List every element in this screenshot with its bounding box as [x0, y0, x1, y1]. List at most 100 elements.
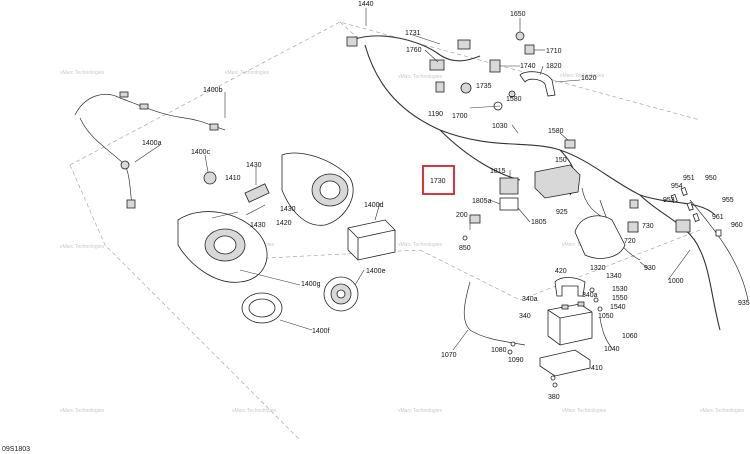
callout-1400e: 1400e [366, 268, 386, 275]
connector [209, 123, 219, 131]
component-1190 [435, 81, 445, 93]
fuse-box-150 [534, 164, 581, 199]
callout-1430-right: 1430 [280, 206, 296, 213]
component-1731 [457, 39, 471, 50]
relay-1805a [499, 197, 519, 211]
watermark: vMarc Technologies [560, 73, 605, 79]
callout-1805a: 1805a [472, 198, 492, 205]
callout-1735: 1735 [476, 83, 492, 90]
component-1700 [460, 82, 472, 94]
callout-850: 850 [459, 245, 471, 252]
watermarks: vMarc Technologies vMarc Technologies vM… [60, 70, 745, 414]
callout-1540: 1540 [610, 304, 626, 311]
callout-1030: 1030 [492, 123, 508, 130]
watermark: vMarc Technologies [398, 242, 443, 248]
callout-410: 410 [591, 365, 603, 372]
callout-720: 720 [624, 238, 636, 245]
connector [119, 91, 129, 98]
watermark: vMarc Technologies [562, 408, 607, 414]
callout-1400f: 1400f [312, 328, 330, 335]
component-1740 [489, 59, 501, 73]
callout-1650: 1650 [510, 11, 526, 18]
diagram-code: 09S1803 [2, 446, 31, 453]
callout-955: 955 [722, 197, 734, 204]
callout-1070: 1070 [441, 352, 457, 359]
callout-1440: 1440 [358, 1, 374, 8]
callout-1080: 1080 [491, 347, 507, 354]
callout-1400d: 1400d [364, 202, 384, 209]
callout-1400b: 1400b [203, 87, 223, 94]
tray-410 [539, 349, 591, 377]
callout-935: 935 [738, 300, 750, 307]
callout-1580-lower: 1580 [548, 128, 564, 135]
connector-1580 [564, 139, 576, 149]
callout-380: 380 [548, 394, 560, 401]
callout-1580: 1580 [506, 96, 522, 103]
callout-951: 951 [683, 175, 695, 182]
watermark: vMarc Technologies [700, 408, 745, 414]
highlighted-callout[interactable]: 1730 [422, 165, 455, 195]
switch-1410 [244, 183, 270, 203]
callout-1620: 1620 [581, 75, 597, 82]
callout-1731: 1731 [405, 30, 421, 37]
callout-1430-top: 1430 [246, 162, 262, 169]
callout-960: 960 [731, 222, 743, 229]
bracket-assembly [574, 199, 691, 259]
gauge-1400e [323, 276, 359, 312]
callout-1740: 1740 [520, 63, 536, 70]
component-1650 [515, 31, 525, 41]
watermark: vMarc Technologies [398, 74, 443, 80]
callout-1760: 1760 [406, 47, 422, 54]
cable-1040 [599, 317, 613, 349]
connector-200 [469, 214, 481, 224]
watermark: vMarc Technologies [60, 408, 105, 414]
connector [346, 36, 358, 47]
watermark: vMarc Technologies [225, 70, 270, 76]
callout-925: 925 [556, 209, 568, 216]
callout-420: 420 [555, 268, 567, 275]
highlight-box[interactable] [422, 165, 455, 195]
callout-961: 961 [712, 214, 724, 221]
watermark: vMarc Technologies [232, 408, 277, 414]
callout-1060: 1060 [622, 333, 638, 340]
fuse-group [670, 186, 722, 237]
bracket-1820 [519, 71, 556, 97]
strap-420 [554, 277, 586, 297]
callout-1820: 1820 [546, 63, 562, 70]
connector [120, 160, 130, 170]
callout-340a-left: 340a [522, 296, 538, 303]
callout-1815: 1815 [490, 168, 506, 175]
connector [126, 199, 136, 209]
watermark: vMarc Technologies [60, 244, 105, 250]
gauge-housing [177, 152, 354, 283]
bezel-1400f [241, 292, 283, 324]
module-1400d [347, 219, 396, 261]
callout-1730[interactable]: 1730 [430, 178, 446, 185]
callout-1420: 1420 [276, 220, 292, 227]
component-1760 [429, 59, 445, 71]
callout-1530: 1530 [612, 286, 628, 293]
connector-930 [675, 219, 691, 233]
callout-950: 950 [705, 175, 717, 182]
screw-850 [462, 235, 468, 241]
callout-930: 930 [644, 265, 656, 272]
callout-1320: 1320 [590, 265, 606, 272]
callout-1040: 1040 [604, 346, 620, 353]
callout-1700: 1700 [452, 113, 468, 120]
relay-1815 [499, 177, 519, 195]
callout-1400a: 1400a [142, 140, 162, 147]
battery-area [463, 277, 613, 388]
callout-1550: 1550 [612, 295, 628, 302]
connector [139, 103, 149, 110]
upper-components [346, 31, 576, 149]
callout-1710: 1710 [546, 48, 562, 55]
callout-150: 150 [555, 157, 567, 164]
callout-1090: 1090 [508, 357, 524, 364]
callout-340: 340 [519, 313, 531, 320]
watermark: vMarc Technologies [60, 70, 105, 76]
component-1710 [524, 44, 535, 55]
callout-1400c: 1400c [191, 149, 211, 156]
callout-1805: 1805 [531, 219, 547, 226]
callout-labels: 1440 1731 1760 1650 1710 1740 1820 1620 … [142, 1, 750, 401]
